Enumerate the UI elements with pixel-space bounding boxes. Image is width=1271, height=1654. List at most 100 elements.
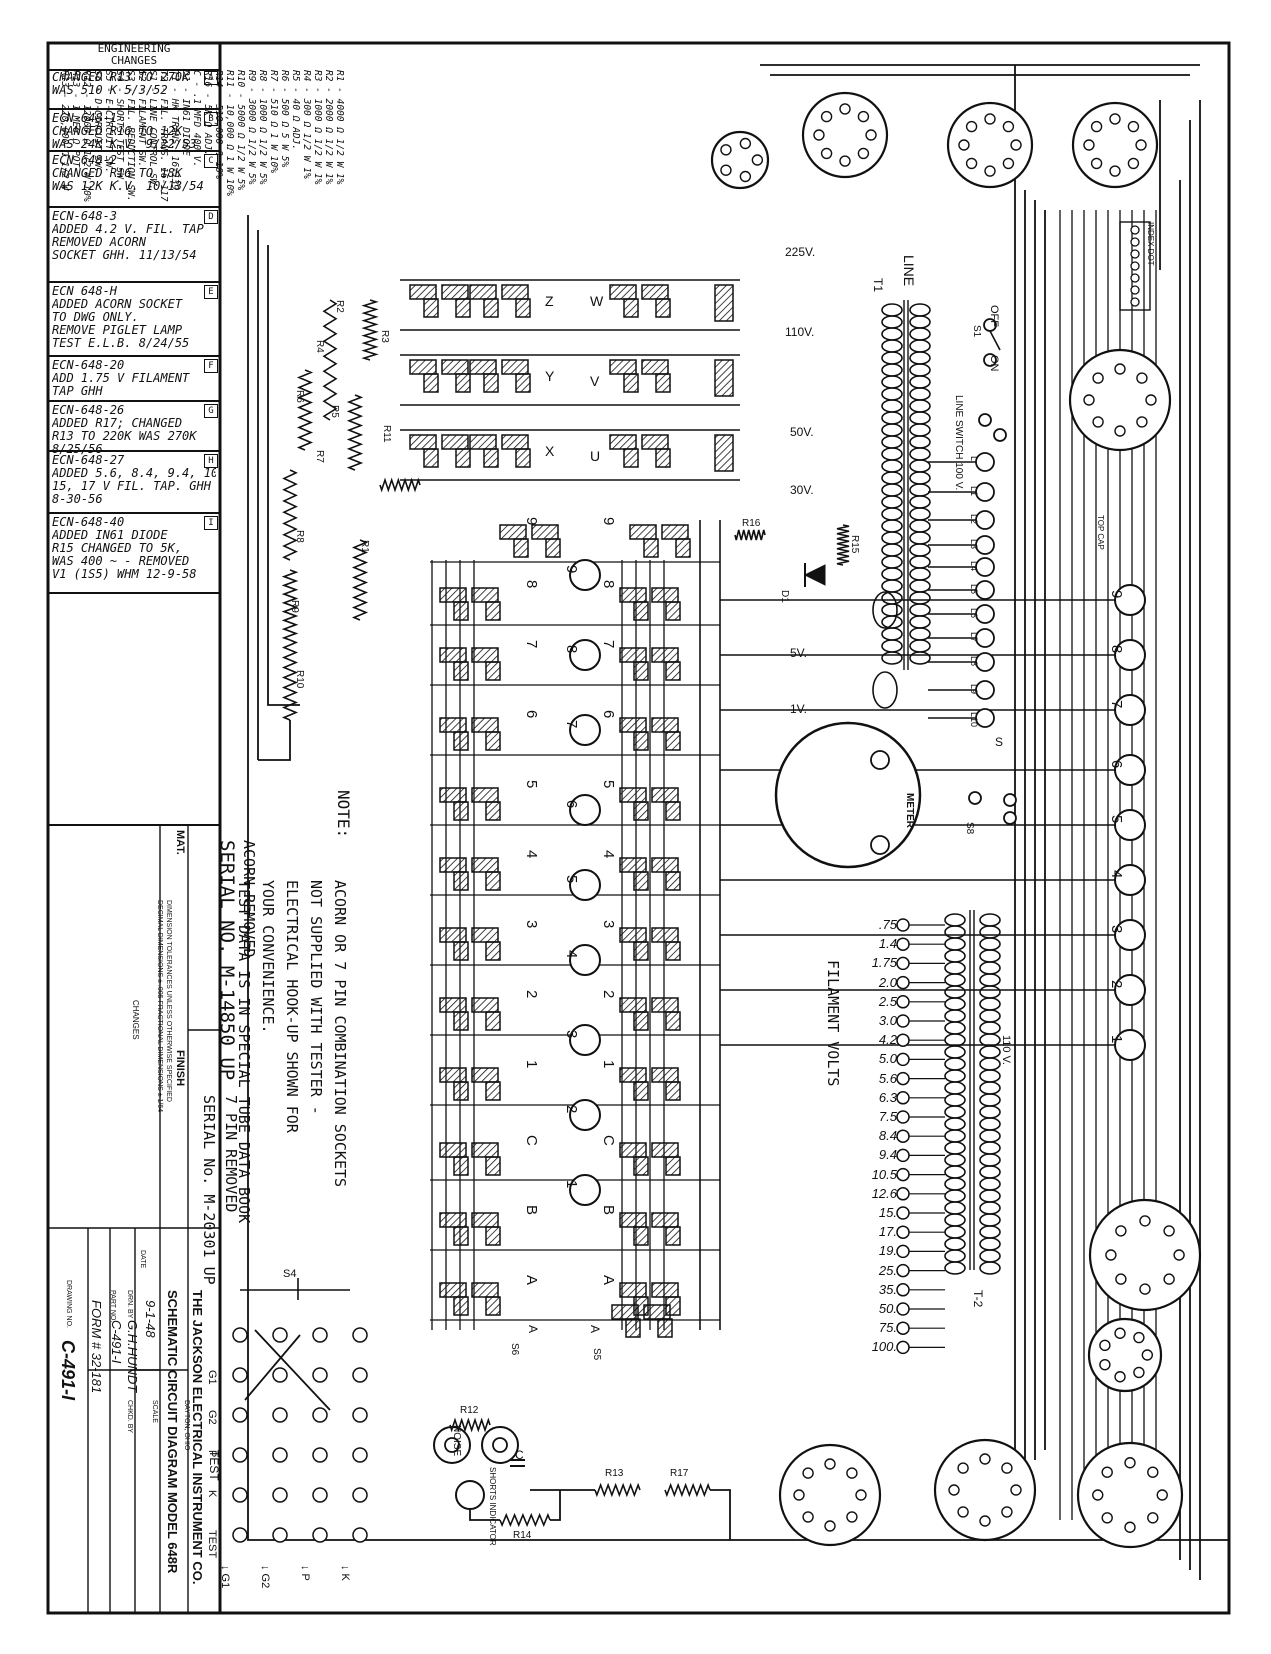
resistor-r14 [499, 1512, 551, 1528]
t1-winding [881, 639, 903, 653]
resistor-r16 [734, 529, 766, 541]
selector-switch-right [651, 587, 679, 603]
filament-tap-terminal [896, 1321, 910, 1335]
label-30v: 30V. [790, 483, 814, 497]
socket-pin [1101, 1512, 1113, 1524]
switch-contact [1003, 793, 1017, 807]
title-part-label: PART NO. [109, 1290, 116, 1323]
t2-winding [979, 1213, 1001, 1227]
selector-switch-left [453, 1156, 469, 1176]
label-r17: R17 [670, 1468, 689, 1479]
selector-contact [352, 1407, 368, 1423]
selector-switch-left [439, 997, 467, 1013]
wiring [48, 64, 1230, 1613]
selector-contact [352, 1367, 368, 1383]
socket-pin [1092, 372, 1104, 384]
ecn-line: ECN-648-27 [52, 454, 125, 467]
ecn-tag: F [204, 359, 218, 373]
filament-tap-terminal [896, 1225, 910, 1239]
socket-pin [846, 1467, 858, 1479]
selector-contact [272, 1527, 288, 1543]
ecn-line: WAS 12K K.V. 10/13/54 [52, 180, 204, 193]
circled-socket-number-label: 9 [1108, 590, 1125, 599]
socket-pin [1114, 363, 1126, 375]
t2-winding [944, 1081, 966, 1095]
t1-winding [881, 615, 903, 629]
socket-pin [965, 120, 978, 133]
t2-winding [979, 1165, 1001, 1179]
socket-pin [1124, 1521, 1136, 1533]
socket-pin [1109, 113, 1121, 125]
label-r10: R10 [294, 670, 305, 689]
wire [244, 1334, 301, 1401]
t1-winding [909, 519, 931, 533]
socket-pin [1099, 1339, 1111, 1352]
note-line: NOT SUPPLIED WITH TESTER - [307, 880, 325, 1115]
selector-switch-left [439, 587, 467, 603]
t1-winding [909, 555, 931, 569]
range-switch [623, 298, 639, 318]
t2-winding [944, 1105, 966, 1119]
t1-winding [909, 423, 931, 437]
t2-winding [944, 1201, 966, 1215]
engineering-changes-header: ENGINEERING CHANGES [48, 43, 220, 71]
label-s4: S4 [283, 1268, 297, 1280]
socket-pin [839, 155, 851, 167]
circled-pin-indicator [569, 559, 601, 591]
selector-switch-right [619, 857, 647, 873]
range-switch [441, 434, 469, 450]
parts-item: T1 - HK TRANS. 16-139 [169, 70, 180, 191]
selector-switch-left [439, 1142, 467, 1158]
filament-volts-title: FILAMENT VOLTS [824, 960, 842, 1087]
selector-switch-right [643, 538, 659, 558]
selector-row-label-left: B [523, 1205, 540, 1216]
t1-winding [881, 315, 903, 329]
selector-row-label-left: 6 [523, 710, 540, 719]
socket-pin [1136, 416, 1148, 428]
selector-row-label-right: 5 [600, 780, 617, 789]
filament-tap-label: 2.5 [878, 993, 897, 1009]
ecn-line: TO DWG ONLY. [52, 311, 139, 324]
index-terminal [1130, 225, 1140, 235]
socket-pin [1141, 1349, 1154, 1361]
t2-winding [979, 937, 1001, 951]
t2-winding [944, 949, 966, 963]
wire [247, 215, 1230, 1541]
ecn-line: ADDED IN61 DIODE [52, 529, 168, 542]
selector-switch-a [611, 1304, 639, 1320]
title-scale-label: SCALE [151, 1400, 158, 1423]
circled-socket-number [1114, 974, 1146, 1006]
resistor [282, 469, 298, 561]
t1-winding [909, 303, 931, 317]
selector-row-label-left: A [523, 1275, 540, 1286]
selector-switch-left [439, 1212, 467, 1228]
filament-tap-label: 17. [878, 1224, 897, 1240]
ecn-line: ECN-648-3 [52, 210, 118, 223]
range-switch [423, 373, 439, 393]
ecn-line: ADD 1.75 V FILAMENT [52, 372, 190, 385]
label-110v: 110V. [785, 325, 815, 339]
parts-item: T2 - FIL. TRANS. 16-117 [158, 70, 169, 202]
label-index-dot: INDEX DOT [1146, 222, 1155, 266]
t1-tap-label: L10 [969, 712, 979, 728]
bottom-terminal-label: ↓ K [339, 1565, 351, 1581]
filament-tap-label: 50. [878, 1301, 897, 1316]
t1-tap-label: L7 [969, 632, 979, 643]
socket-pin [1139, 1283, 1151, 1295]
t1-winding [881, 579, 903, 593]
t1-tap [975, 580, 995, 600]
t1-winding [881, 555, 903, 569]
t2-winding [979, 1117, 1001, 1131]
selector-switch-right [633, 871, 649, 891]
selector-contact [232, 1327, 248, 1343]
ecn-line: CHANGED R16 TO 12K [52, 125, 183, 138]
switch-label-w: W [590, 293, 604, 309]
socket-pin [1133, 1366, 1145, 1379]
parts-item: R1 - 4000 Ω 1/2 W 1% [334, 70, 345, 185]
t2-winding [944, 1237, 966, 1251]
socket-pin [1010, 1484, 1022, 1496]
t1-winding [881, 507, 903, 521]
label-shorts: SHORTS INDICATOR [488, 1467, 497, 1546]
